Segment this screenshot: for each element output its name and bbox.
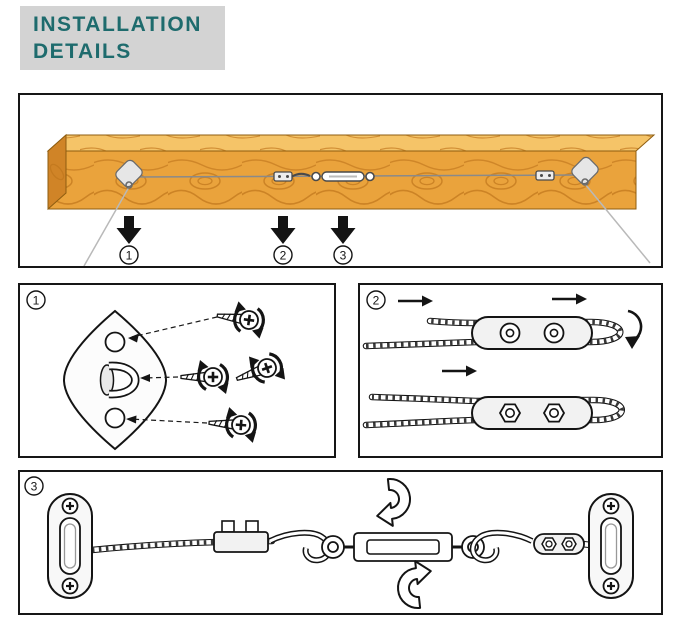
screw-icon bbox=[213, 297, 269, 341]
plate-hole-top bbox=[104, 331, 126, 353]
rotate-arrow-top-icon bbox=[372, 476, 414, 529]
beam-top-face bbox=[46, 134, 656, 152]
step2-diagram: 2 bbox=[360, 290, 643, 430]
rope-clamp-right-icon bbox=[533, 533, 585, 555]
guide-arrowhead-middle bbox=[140, 374, 150, 382]
guide-arrowhead-bottom bbox=[126, 415, 137, 424]
turnbuckle-icon bbox=[321, 532, 485, 562]
plate-screw-icon bbox=[602, 497, 620, 515]
step1-number: 1 bbox=[33, 294, 40, 308]
hook-ring-icon bbox=[108, 361, 140, 399]
plate-screw-icon bbox=[61, 577, 79, 595]
callout-2-badge: 2 bbox=[273, 245, 293, 265]
wire-clamp-left-icon bbox=[273, 171, 293, 182]
bolt-icon bbox=[543, 322, 565, 344]
down-arrow-1-icon bbox=[116, 216, 142, 244]
end-grain-ring bbox=[49, 163, 65, 181]
step2-panel: 2 bbox=[358, 283, 663, 458]
overview-panel: 1 2 3 bbox=[18, 93, 663, 268]
mounting-plate-right-icon bbox=[571, 156, 599, 186]
wall-plate-left-icon bbox=[47, 493, 93, 599]
hanging-cable-right bbox=[584, 183, 651, 264]
step2-number: 2 bbox=[373, 294, 380, 308]
step3-badge: 3 bbox=[24, 476, 44, 496]
page-title-line-1: INSTALLATION bbox=[33, 13, 202, 36]
hook-left-icon bbox=[268, 529, 333, 564]
step1-badge: 1 bbox=[26, 290, 46, 310]
page-title-line-2: DETAILS bbox=[33, 39, 132, 63]
callout-2-number: 2 bbox=[280, 249, 287, 263]
duplex-clip-bottom-icon bbox=[471, 396, 593, 430]
duplex-clip-top-icon bbox=[471, 316, 593, 350]
mounting-plate-left-icon bbox=[115, 159, 143, 189]
step2-badge: 2 bbox=[366, 290, 386, 310]
turnbuckle-small-icon bbox=[311, 171, 375, 182]
hex-nut-icon bbox=[498, 403, 522, 423]
step3-number: 3 bbox=[31, 480, 38, 494]
callout-3-number: 3 bbox=[340, 249, 347, 263]
guide-arrowhead-top bbox=[128, 333, 139, 343]
step1-diagram: 1 bbox=[26, 290, 289, 451]
bolt-icon bbox=[499, 322, 521, 344]
plate-screw-icon bbox=[61, 497, 79, 515]
hex-nut-icon bbox=[561, 537, 577, 551]
down-arrow-2-icon bbox=[270, 216, 296, 244]
direction-arrow-icon bbox=[442, 365, 477, 377]
hanging-cable-left bbox=[83, 186, 130, 266]
pad-eye-plate-icon bbox=[62, 309, 168, 451]
plate-hole-bottom bbox=[104, 407, 126, 429]
overview-diagram: 1 2 3 bbox=[46, 133, 656, 266]
loop-arrow-icon bbox=[625, 309, 643, 349]
wall-plate-right-icon bbox=[588, 493, 634, 599]
hex-nut-icon bbox=[542, 403, 566, 423]
hook-right-icon bbox=[469, 529, 534, 564]
direction-arrow-icon bbox=[398, 295, 433, 307]
step1-panel: 1 bbox=[18, 283, 336, 458]
hook-base bbox=[99, 364, 115, 396]
callout-3-badge: 3 bbox=[333, 245, 353, 265]
rope-clamp-left-icon bbox=[213, 520, 269, 553]
callout-1-number: 1 bbox=[126, 249, 133, 263]
screw-icon bbox=[206, 404, 260, 445]
title-block: INSTALLATION DETAILS bbox=[20, 6, 225, 70]
step3-diagram: 3 bbox=[24, 476, 634, 611]
callout-1-badge: 1 bbox=[119, 245, 139, 265]
small-hook-icon bbox=[291, 172, 311, 178]
plate-screw-icon bbox=[602, 577, 620, 595]
beam-end-face bbox=[47, 133, 67, 211]
rotate-arrow-bottom-icon bbox=[394, 558, 436, 611]
screw-icon bbox=[179, 358, 231, 396]
direction-arrow-icon bbox=[552, 293, 587, 305]
screw-icon bbox=[229, 345, 289, 397]
step3-panel: 3 bbox=[18, 470, 663, 615]
wire-clamp-right-icon bbox=[535, 170, 555, 181]
hex-nut-icon bbox=[541, 537, 557, 551]
down-arrow-3-icon bbox=[330, 216, 356, 244]
